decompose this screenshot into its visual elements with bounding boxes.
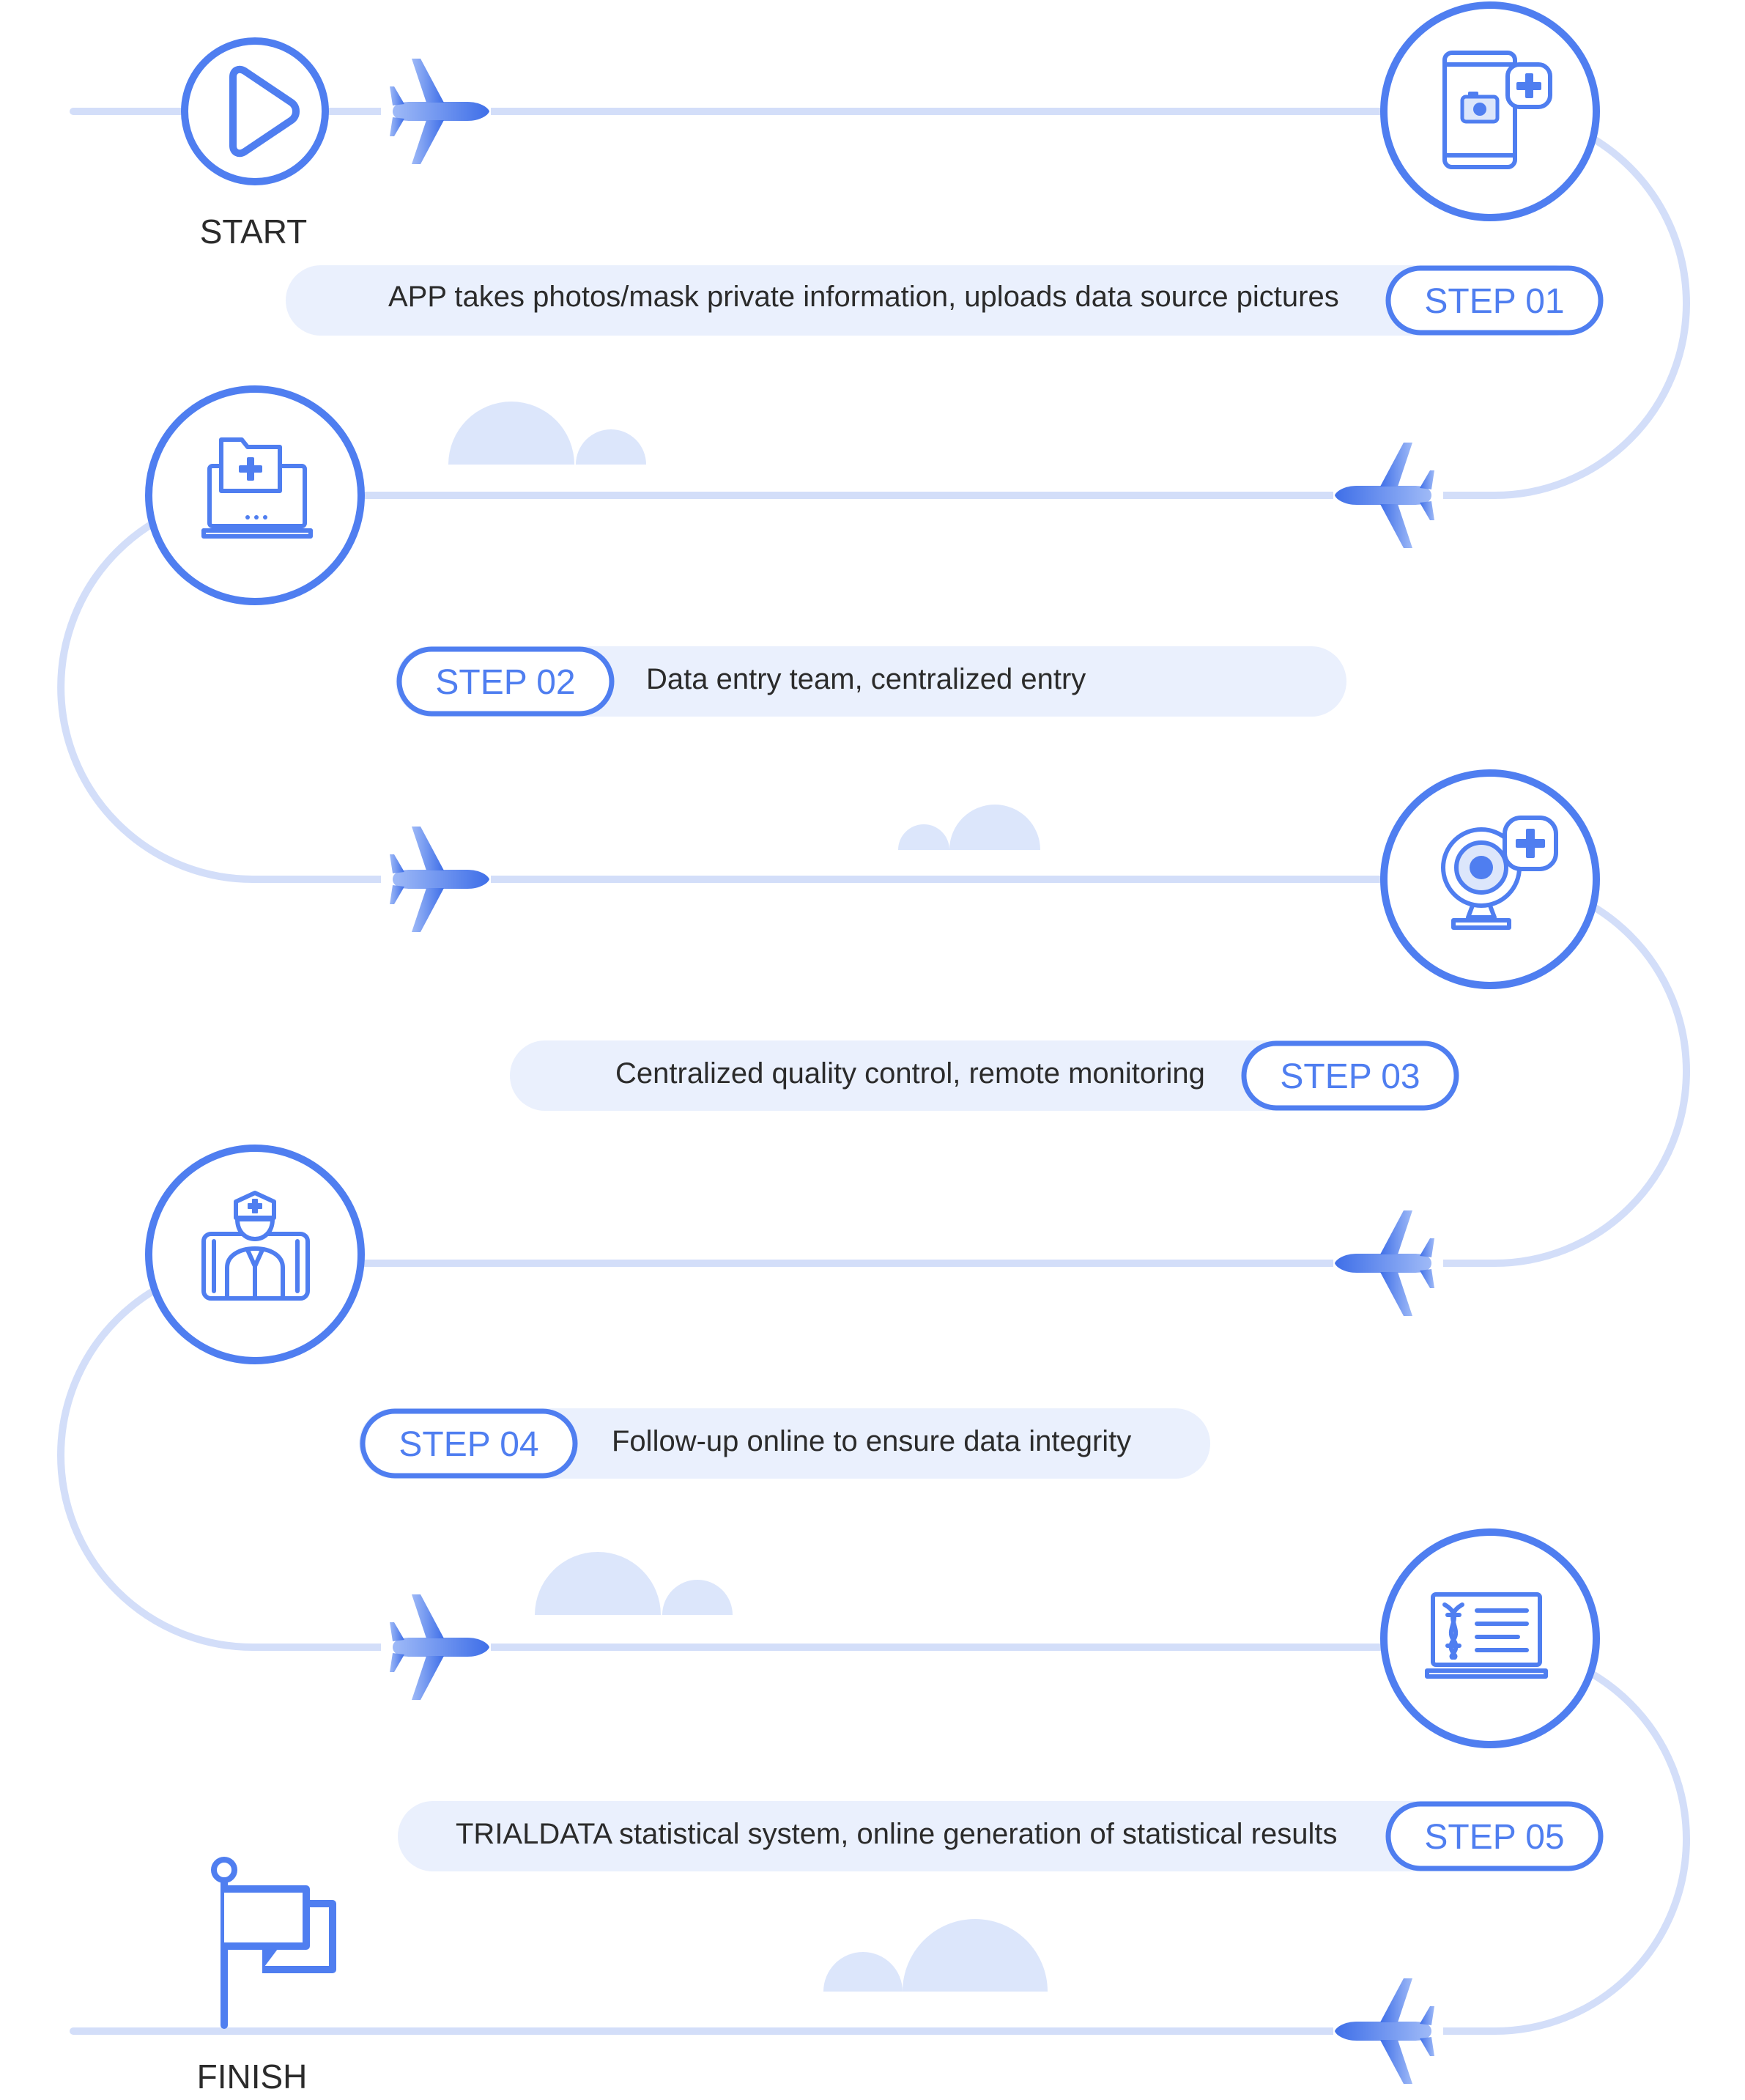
- airplane-icon: [1333, 443, 1443, 548]
- airplane-icon: [1333, 1978, 1443, 2084]
- start-label: START: [200, 212, 308, 251]
- step-01: APP takes photos/mask private informatio…: [286, 1, 1604, 336]
- step-04-text: Follow-up online to ensure data integrit…: [612, 1425, 1131, 1457]
- step-05: TRIALDATA statistical system, online gen…: [398, 1528, 1604, 1871]
- step-02: STEP 02 Data entry team, centralized ent…: [145, 385, 1346, 717]
- step-01-text: APP takes photos/mask private informatio…: [388, 281, 1339, 313]
- flag-icon: [211, 1857, 336, 2029]
- airplane-icon: [1333, 1210, 1443, 1316]
- cloud-1: [448, 402, 646, 465]
- airplane-icon: [381, 827, 491, 932]
- airplane-icon: [381, 59, 491, 164]
- step-04: STEP 04 Follow-up online to ensure data …: [145, 1145, 1210, 1479]
- step-01-badge: STEP 01: [1424, 282, 1564, 321]
- webcam-plus-icon: [1441, 816, 1558, 930]
- step-05-text: TRIALDATA statistical system, online gen…: [456, 1818, 1337, 1850]
- step-03-badge: STEP 03: [1280, 1057, 1420, 1096]
- step-02-badge: STEP 02: [435, 663, 575, 702]
- laptop-medical-folder-icon: [201, 437, 313, 539]
- step-05-badge: STEP 05: [1424, 1818, 1564, 1857]
- cloud-4: [823, 1919, 1048, 1992]
- finish-marker: FINISH: [197, 1857, 336, 2096]
- step-02-text: Data entry team, centralized entry: [646, 663, 1086, 695]
- step-03-text: Centralized quality control, remote moni…: [615, 1057, 1205, 1090]
- step-03: Centralized quality control, remote moni…: [510, 769, 1600, 1111]
- cloud-3: [535, 1552, 733, 1615]
- doctor-tablet-icon: [201, 1191, 310, 1301]
- step-04-badge: STEP 04: [399, 1425, 538, 1464]
- phone-camera-plus-icon: [1442, 51, 1552, 169]
- finish-label: FINISH: [197, 2058, 308, 2096]
- cloud-2: [898, 805, 1040, 850]
- play-icon: [229, 65, 300, 158]
- start-marker: START: [181, 37, 329, 251]
- airplane-icon: [381, 1594, 491, 1700]
- laptop-dna-report-icon: [1425, 1592, 1548, 1679]
